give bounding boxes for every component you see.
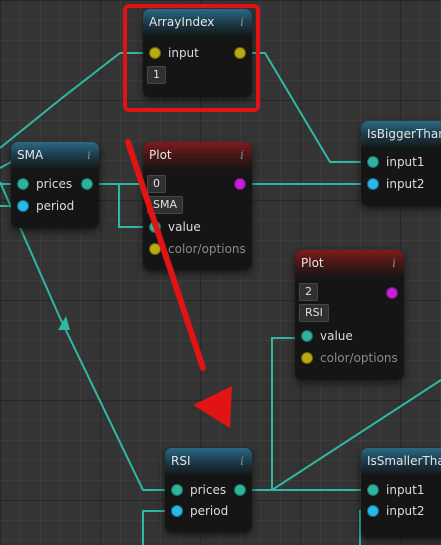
input2-row: input2 xyxy=(361,175,441,193)
plot-index-field[interactable]: 2 xyxy=(299,283,318,301)
period-socket[interactable] xyxy=(17,200,29,212)
info-icon[interactable]: i xyxy=(240,148,244,162)
plot-index-field[interactable]: 0 xyxy=(147,175,166,193)
period-label: period xyxy=(36,199,75,213)
input2-socket[interactable] xyxy=(367,505,379,517)
value-row: value xyxy=(295,327,404,345)
info-icon[interactable]: i xyxy=(392,256,396,270)
node-title: Plot xyxy=(149,148,172,162)
color-options-socket[interactable] xyxy=(149,243,161,255)
input2-socket[interactable] xyxy=(367,178,379,190)
wire-to-array-index-input xyxy=(0,52,153,149)
input1-row: input1 xyxy=(361,153,441,171)
node-title: Plot xyxy=(301,256,324,270)
node-title: IsBiggerThan xyxy=(367,127,441,141)
value-label: value xyxy=(320,329,353,343)
info-icon[interactable]: i xyxy=(240,454,244,468)
input-row: input xyxy=(143,44,252,62)
node-title: IsSmallerThan xyxy=(367,454,441,468)
node-header[interactable]: Plot i xyxy=(295,250,404,278)
prices-socket[interactable] xyxy=(17,178,29,190)
node-title: ArrayIndex xyxy=(149,15,215,29)
value-socket[interactable] xyxy=(301,330,313,342)
index-field[interactable]: 1 xyxy=(147,66,166,84)
array-index-node[interactable]: ArrayIndex i input 1 xyxy=(143,9,252,97)
is-smaller-than-node[interactable]: IsSmallerThan input1 input2 xyxy=(361,448,441,538)
input2-label: input2 xyxy=(386,504,425,518)
period-label: period xyxy=(190,504,229,518)
input2-row: input2 xyxy=(361,502,441,520)
prices-row: prices xyxy=(165,481,252,499)
color-options-label: color/options xyxy=(168,242,246,256)
plot-name-field[interactable]: RSI xyxy=(299,304,329,322)
wire-array-index-out xyxy=(241,52,372,163)
plot-rsi-node[interactable]: Plot i 2 RSI value color/options xyxy=(295,250,404,380)
input1-socket[interactable] xyxy=(367,484,379,496)
input1-socket[interactable] xyxy=(367,156,379,168)
info-icon[interactable]: i xyxy=(87,148,91,162)
input2-label: input2 xyxy=(386,177,425,191)
color-options-row: color/options xyxy=(143,240,252,258)
plot-name-field[interactable]: SMA xyxy=(147,196,183,214)
value-row: value xyxy=(143,218,252,236)
output-socket[interactable] xyxy=(234,484,246,496)
node-title: SMA xyxy=(17,148,44,162)
wire-to-rsi-prices xyxy=(0,181,176,491)
input-socket[interactable] xyxy=(149,47,161,59)
sma-node[interactable]: SMA i prices period xyxy=(11,142,99,228)
node-header[interactable]: IsSmallerThan xyxy=(361,448,441,476)
value-label: value xyxy=(168,220,201,234)
is-bigger-than-node[interactable]: IsBiggerThan input1 input2 xyxy=(361,121,441,206)
input1-label: input1 xyxy=(386,155,425,169)
value-socket[interactable] xyxy=(149,221,161,233)
color-options-label: color/options xyxy=(320,351,398,365)
node-header[interactable]: IsBiggerThan xyxy=(361,121,441,149)
node-title: RSI xyxy=(171,454,191,468)
period-row: period xyxy=(11,197,99,215)
color-options-socket[interactable] xyxy=(301,352,313,364)
prices-label: prices xyxy=(36,177,73,191)
wire-direction-arrow-icon xyxy=(58,316,70,330)
period-socket[interactable] xyxy=(171,505,183,517)
prices-row: prices xyxy=(11,175,99,193)
input1-row: input1 xyxy=(361,481,441,499)
node-header[interactable]: RSI i xyxy=(165,448,252,476)
output-socket[interactable] xyxy=(386,287,398,299)
info-icon[interactable]: i xyxy=(240,15,244,29)
wire-rsi-branch-right xyxy=(271,379,441,491)
output-socket[interactable] xyxy=(234,47,246,59)
input1-label: input1 xyxy=(386,483,425,497)
prices-socket[interactable] xyxy=(171,484,183,496)
rsi-node[interactable]: RSI i prices period xyxy=(165,448,252,532)
period-row: period xyxy=(165,502,252,520)
node-header[interactable]: SMA i xyxy=(11,142,99,170)
node-header[interactable]: ArrayIndex i xyxy=(143,9,252,37)
prices-label: prices xyxy=(190,483,227,497)
input-label: input xyxy=(168,46,199,60)
plot-sma-node[interactable]: Plot i 0 SMA value color/options xyxy=(143,142,252,270)
color-options-row: color/options xyxy=(295,349,404,367)
output-socket[interactable] xyxy=(234,178,246,190)
highlight-box xyxy=(123,4,260,112)
node-header[interactable]: Plot i xyxy=(143,142,252,170)
output-socket[interactable] xyxy=(81,178,93,190)
